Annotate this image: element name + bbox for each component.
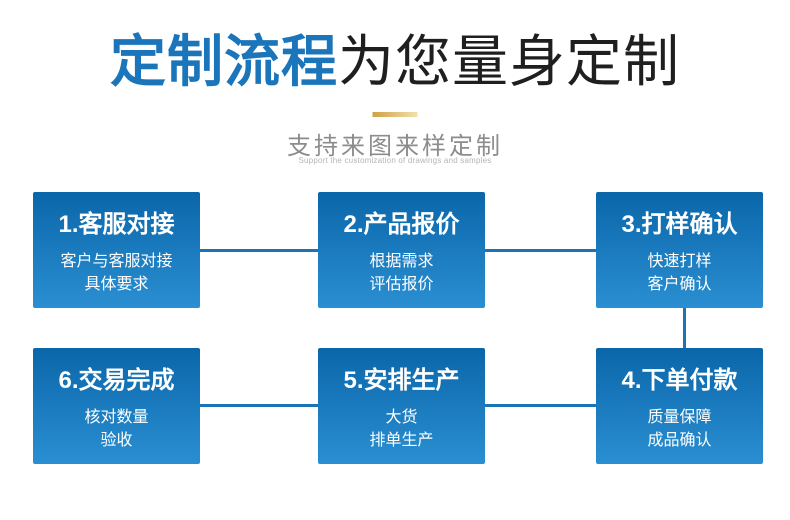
subtitle: 支持来图来样定制: [287, 133, 503, 160]
page-title-highlight: 定制流程: [110, 30, 338, 93]
step-box-4: 4.下单付款 质量保障 成品确认: [596, 348, 763, 464]
step-line: 排单生产: [369, 432, 434, 449]
page-title-rest: 为您量身定制: [338, 30, 680, 93]
step-heading: 3.打样确认: [621, 210, 738, 238]
step-box-3: 3.打样确认 快速打样 客户确认: [596, 192, 763, 308]
step-line: 质量保障: [647, 408, 712, 426]
step-line: 成品确认: [647, 432, 712, 449]
connector-step2-step3: [485, 249, 596, 252]
step-box-5: 5.安排生产 大货 排单生产: [318, 348, 485, 464]
connector-step4-step5: [485, 404, 596, 407]
step-line: 大货: [385, 408, 418, 426]
step-line: 客户与客服对接: [60, 252, 173, 270]
subtitle-english: Support the customization of drawings an…: [298, 156, 492, 165]
step-line: 客户确认: [647, 276, 712, 293]
step-line: 根据需求: [369, 252, 434, 270]
step-heading: 4.下单付款: [621, 366, 738, 394]
step-heading: 6.交易完成: [58, 366, 175, 394]
connector-step5-step6: [200, 404, 318, 407]
page-title: 定制流程为您量身定制: [0, 30, 790, 94]
step-box-1: 1.客服对接 客户与客服对接 具体要求: [33, 192, 200, 308]
step-box-6: 6.交易完成 核对数量 验收: [33, 348, 200, 464]
step-heading: 2.产品报价: [343, 210, 460, 238]
step-line: 具体要求: [84, 276, 149, 293]
step-line: 核对数量: [84, 408, 149, 426]
connector-step3-step4: [683, 308, 686, 348]
step-box-2: 2.产品报价 根据需求 评估报价: [318, 192, 485, 308]
step-heading: 5.安排生产: [343, 366, 460, 394]
step-line: 验收: [100, 432, 133, 449]
step-line: 快速打样: [647, 252, 712, 270]
gold-divider: [372, 112, 418, 117]
connector-step1-step2: [200, 249, 318, 252]
step-line: 评估报价: [369, 276, 434, 293]
step-heading: 1.客服对接: [58, 210, 175, 238]
